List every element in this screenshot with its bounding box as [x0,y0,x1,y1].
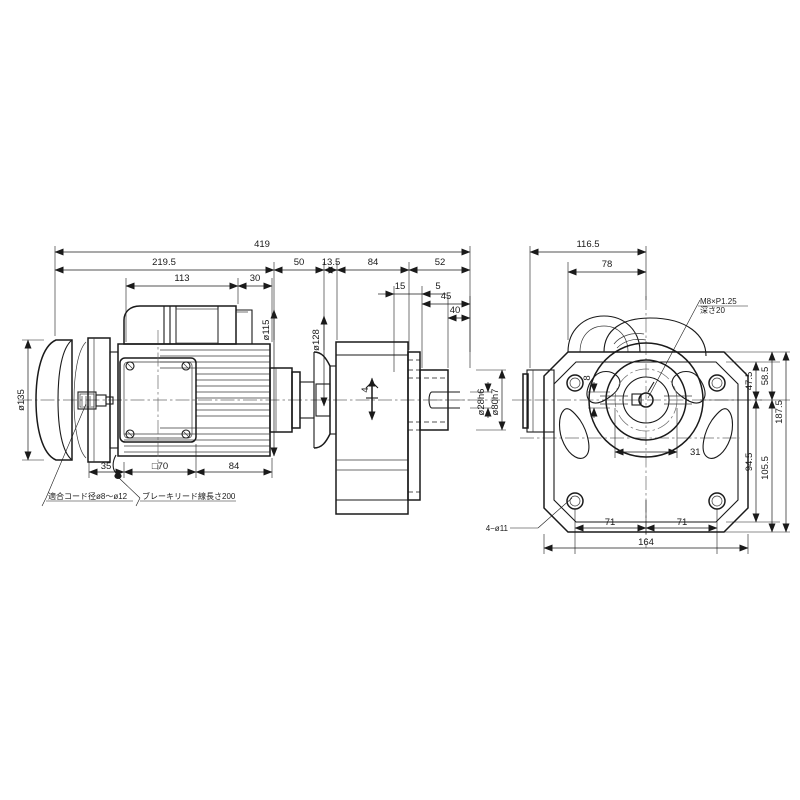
dim-shaft-length: 45 [441,291,452,302]
dim-shaft-usable-length: 40 [450,305,461,316]
brake-unit [123,305,253,345]
dim-center-to-top-outer: 58.5 [760,367,771,386]
dim-flange-to-gearbox: 50 [294,257,305,268]
dim-adapter-dia: ø128 [311,329,322,351]
dim-key-width: 8 [582,375,593,380]
brake-cover [35,339,87,461]
dim-fin-section-length: 30 [250,273,261,284]
dim-center-to-bottom-inner: 94.5 [744,453,755,472]
dim-bolt-pitch-right: 71 [677,517,688,528]
side-elevation-view [18,305,500,515]
dim-top-offset-inner: 78 [602,259,613,270]
motor-barrel-outline [567,315,707,357]
dim-key-height: 4 [360,387,371,392]
dim-terminal-box-square: □70 [152,461,168,472]
dim-motor-frame-dia: ø115 [261,320,272,341]
dim-center-to-top-inner: 47.5 [744,372,755,391]
motor-body [117,343,271,457]
dim-gearbox-width: 84 [229,461,240,472]
output-boss-circles [588,342,704,458]
terminal-box [119,330,197,470]
note-brake-lead-length: ブレーキリード線長さ200 [142,491,236,501]
dim-top-offset-total: 116.5 [576,239,599,250]
dim-overall-height: 187.5 [774,400,785,424]
side-view-notes: 適合コード径ø8～ø12 ブレーキリード線長さ200 [41,403,236,507]
dim-overall-length: 419 [254,239,270,250]
dim-bolt-circle: 31 [690,447,701,458]
side-view-dimensions: 419 219.5 50 13.5 84 52 113 30 15 5 45 4… [16,239,506,478]
end-view-dimensions: 116.5 78 47.5 58.5 187.5 94.5 105.5 8 [529,239,790,554]
dim-bolt-pitch-left: 71 [605,517,616,528]
dim-motor-and-brake-length: 219.5 [152,257,176,268]
dim-adapter-length: 13.5 [322,257,341,268]
dim-overall-width: 164 [638,537,654,548]
dim-center-to-bottom-outer: 105.5 [760,456,771,480]
dim-gearbox-length: 84 [368,257,379,268]
dim-motor-body-length: 113 [174,273,189,284]
dim-cable-gland-offset: 35 [101,461,112,472]
note-cord-diameter: 適合コード径ø8～ø12 [48,491,128,501]
callout-tapped-hole-thread: M8×P1.25 [700,297,737,306]
dim-output-section-length: 52 [435,257,446,268]
dim-brake-cover-dia: ø135 [16,389,27,411]
dim-step-a: 15 [395,281,406,292]
end-view-callouts: M8×P1.25 深さ20 4−ø11 [486,297,748,533]
dim-spigot-dia: ø80h7 [490,389,501,416]
dim-output-shaft-dia: ø28h6 [476,389,487,416]
callout-tapped-hole-depth: 深さ20 [700,306,725,315]
output-shaft-assembly [407,351,470,501]
dim-step-b: 5 [435,281,440,292]
callout-mounting-hole: 4−ø11 [486,524,509,533]
